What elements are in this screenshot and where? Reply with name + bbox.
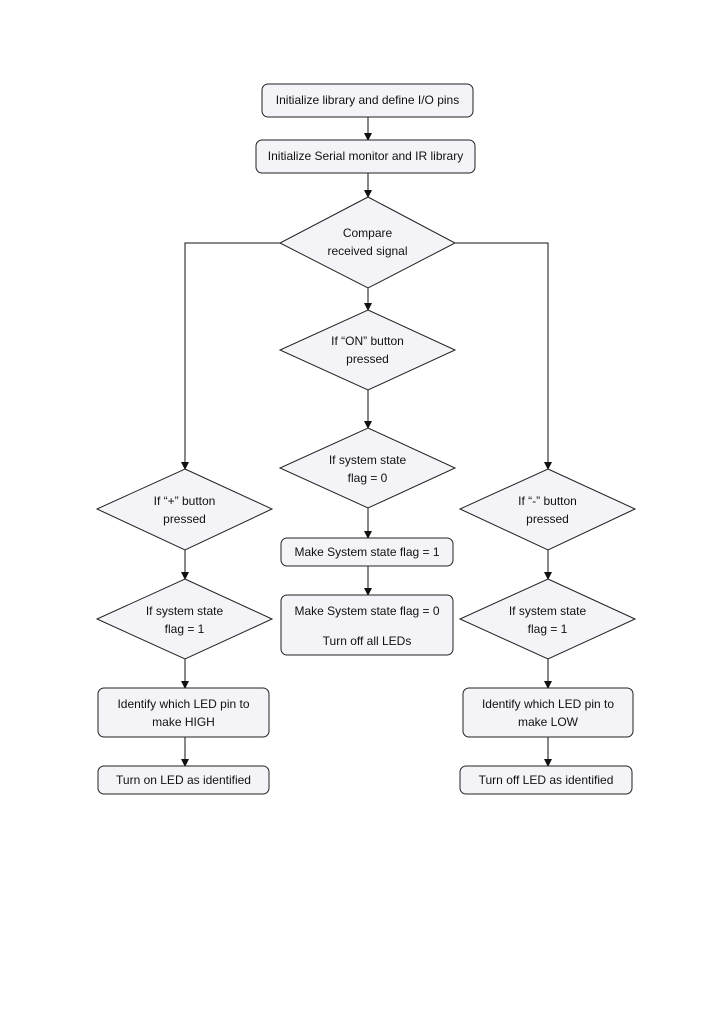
box-turn-on-led [97,765,270,795]
diamond-minus-pressed [458,468,637,551]
box-make-flag1 [280,537,454,567]
box-init-serial [255,139,476,174]
box-turn-off-led [459,765,633,795]
diamond-on-flag0 [278,427,457,509]
diamond-plus-pressed [95,468,274,551]
diamond-minus-flag1 [458,578,637,660]
box-make-flag0 [280,594,454,656]
edge-compare-to-plus [181,242,280,470]
diamond-on-pressed [278,309,457,391]
box-identify-low [462,687,634,738]
edge-compare-to-minus [455,242,552,470]
box-identify-high [97,687,270,738]
box-init-library [261,83,474,118]
diamond-plus-flag1 [95,578,274,660]
diamond-compare [278,196,457,289]
